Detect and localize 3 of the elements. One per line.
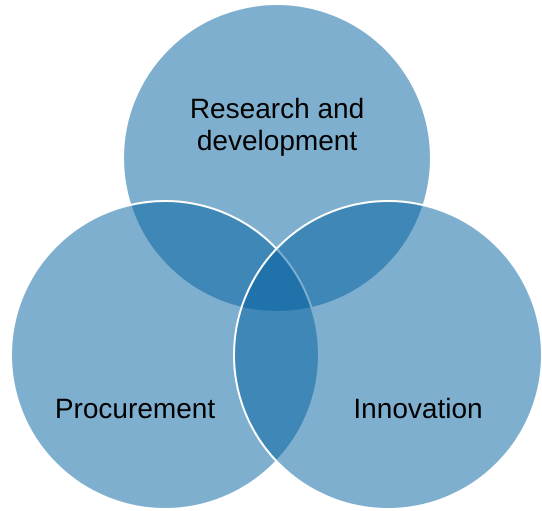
circle-label: Procurement bbox=[54, 393, 216, 425]
circle-label: Innovation bbox=[352, 393, 484, 425]
circle-label: Research and development bbox=[188, 93, 366, 157]
